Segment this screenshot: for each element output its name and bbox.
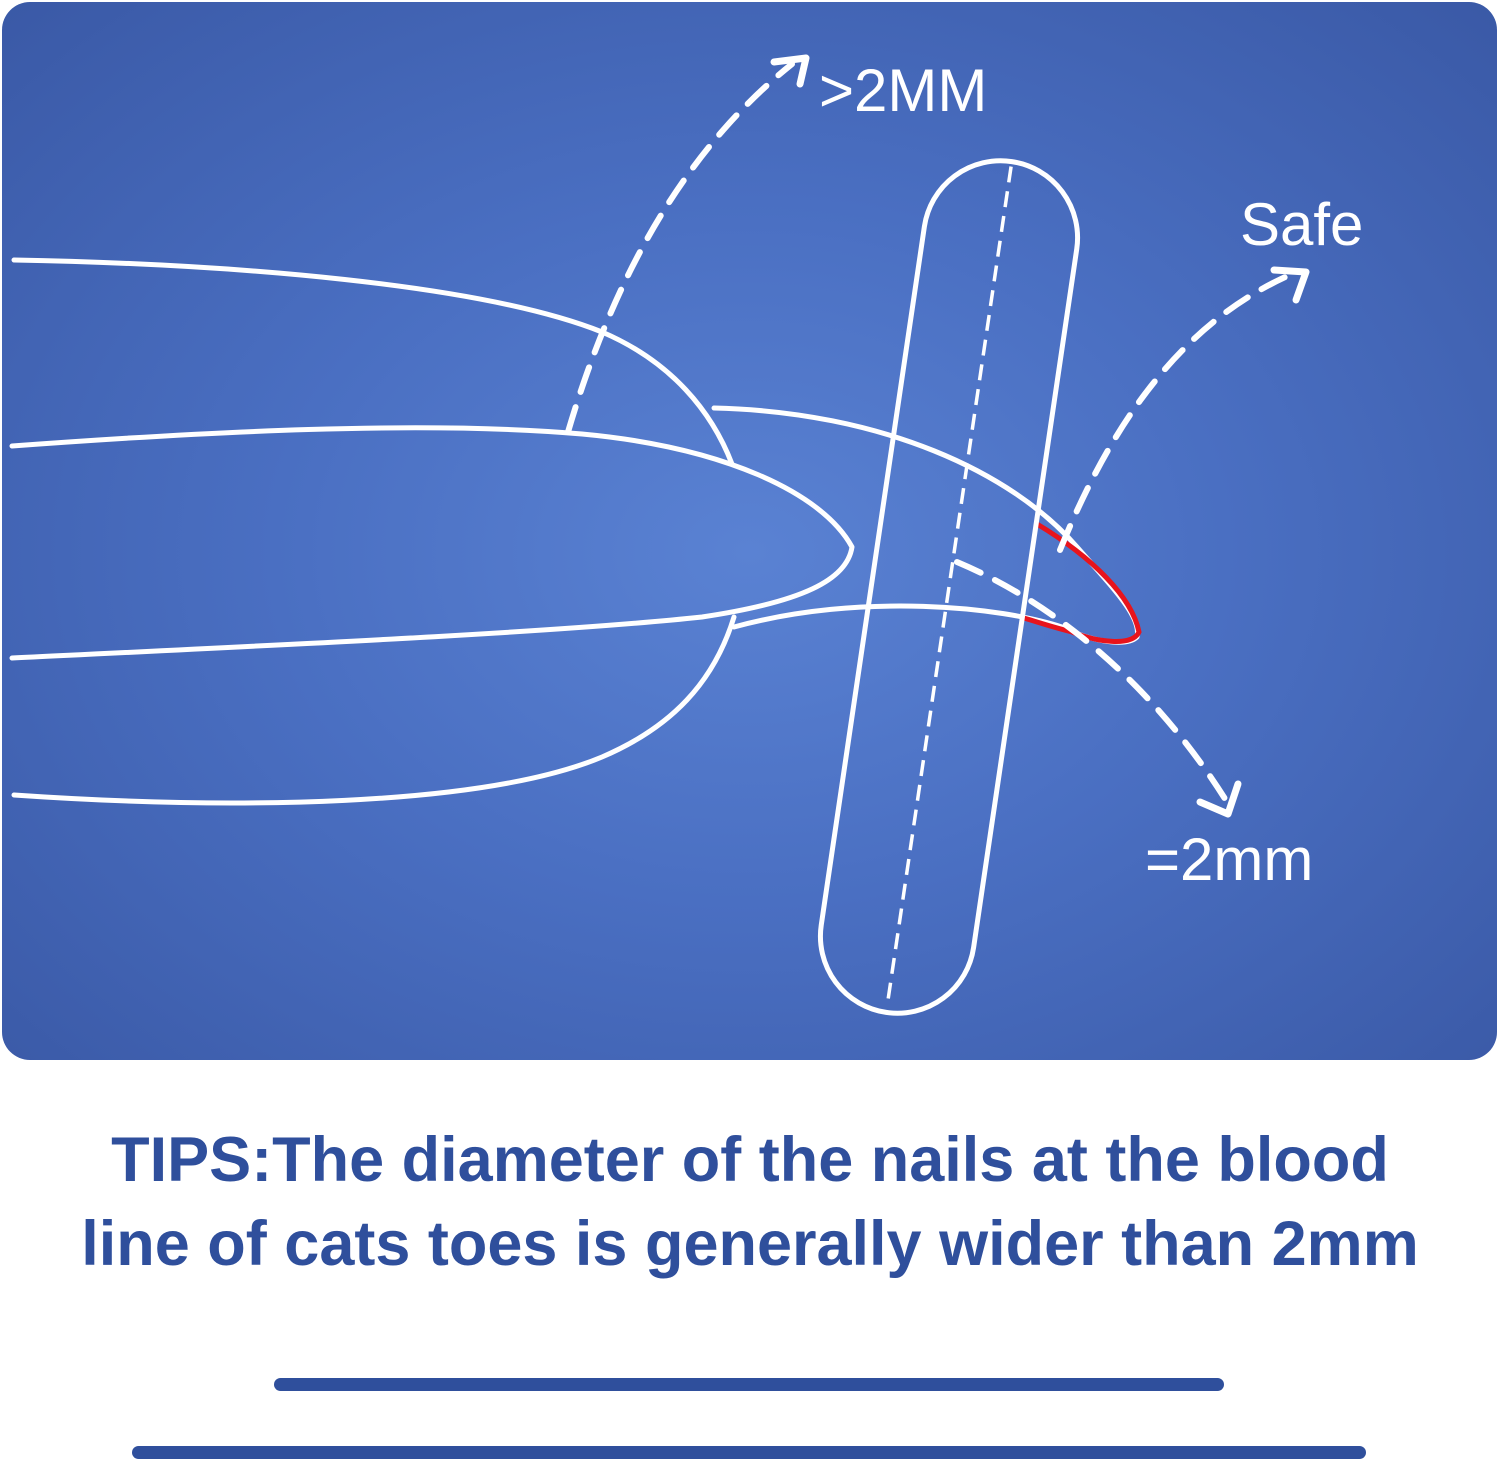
- arrow-over-2mm-head: [770, 54, 810, 88]
- arrow-equal-2mm: [954, 559, 1230, 805]
- claw-quick-highlight: [1021, 521, 1142, 644]
- tips-line-1: TIPS:The diameter of the nails at the bl…: [111, 1125, 1389, 1195]
- label-equal-2mm: =2mm: [1145, 826, 1313, 893]
- toe-upper-outline: [11, 257, 735, 467]
- divider-long: [132, 1446, 1366, 1459]
- claw-outer-outline: [711, 405, 1141, 645]
- nail-inner-shape: [9, 425, 855, 661]
- arrow-safe-head: [1270, 266, 1310, 304]
- arrow-over-2mm: [565, 61, 795, 435]
- tips-caption: TIPS:The diameter of the nails at the bl…: [0, 1118, 1500, 1286]
- toe-lower-outline: [11, 614, 737, 806]
- diagram-panel: >2MM Safe =2mm: [2, 2, 1497, 1060]
- clipper-blade: [817, 158, 1081, 1016]
- label-safe: Safe: [1240, 191, 1363, 258]
- arrow-equal-2mm-head: [1196, 780, 1242, 818]
- label-over-2mm: >2MM: [819, 57, 987, 124]
- divider-short: [274, 1378, 1224, 1391]
- arrow-safe: [1057, 271, 1295, 553]
- tips-line-2: line of cats toes is generally wider tha…: [81, 1209, 1419, 1279]
- blade-center-dashed-line: [885, 166, 1013, 1008]
- nail-clipping-diagram: >2MM Safe =2mm: [9, 54, 1363, 1016]
